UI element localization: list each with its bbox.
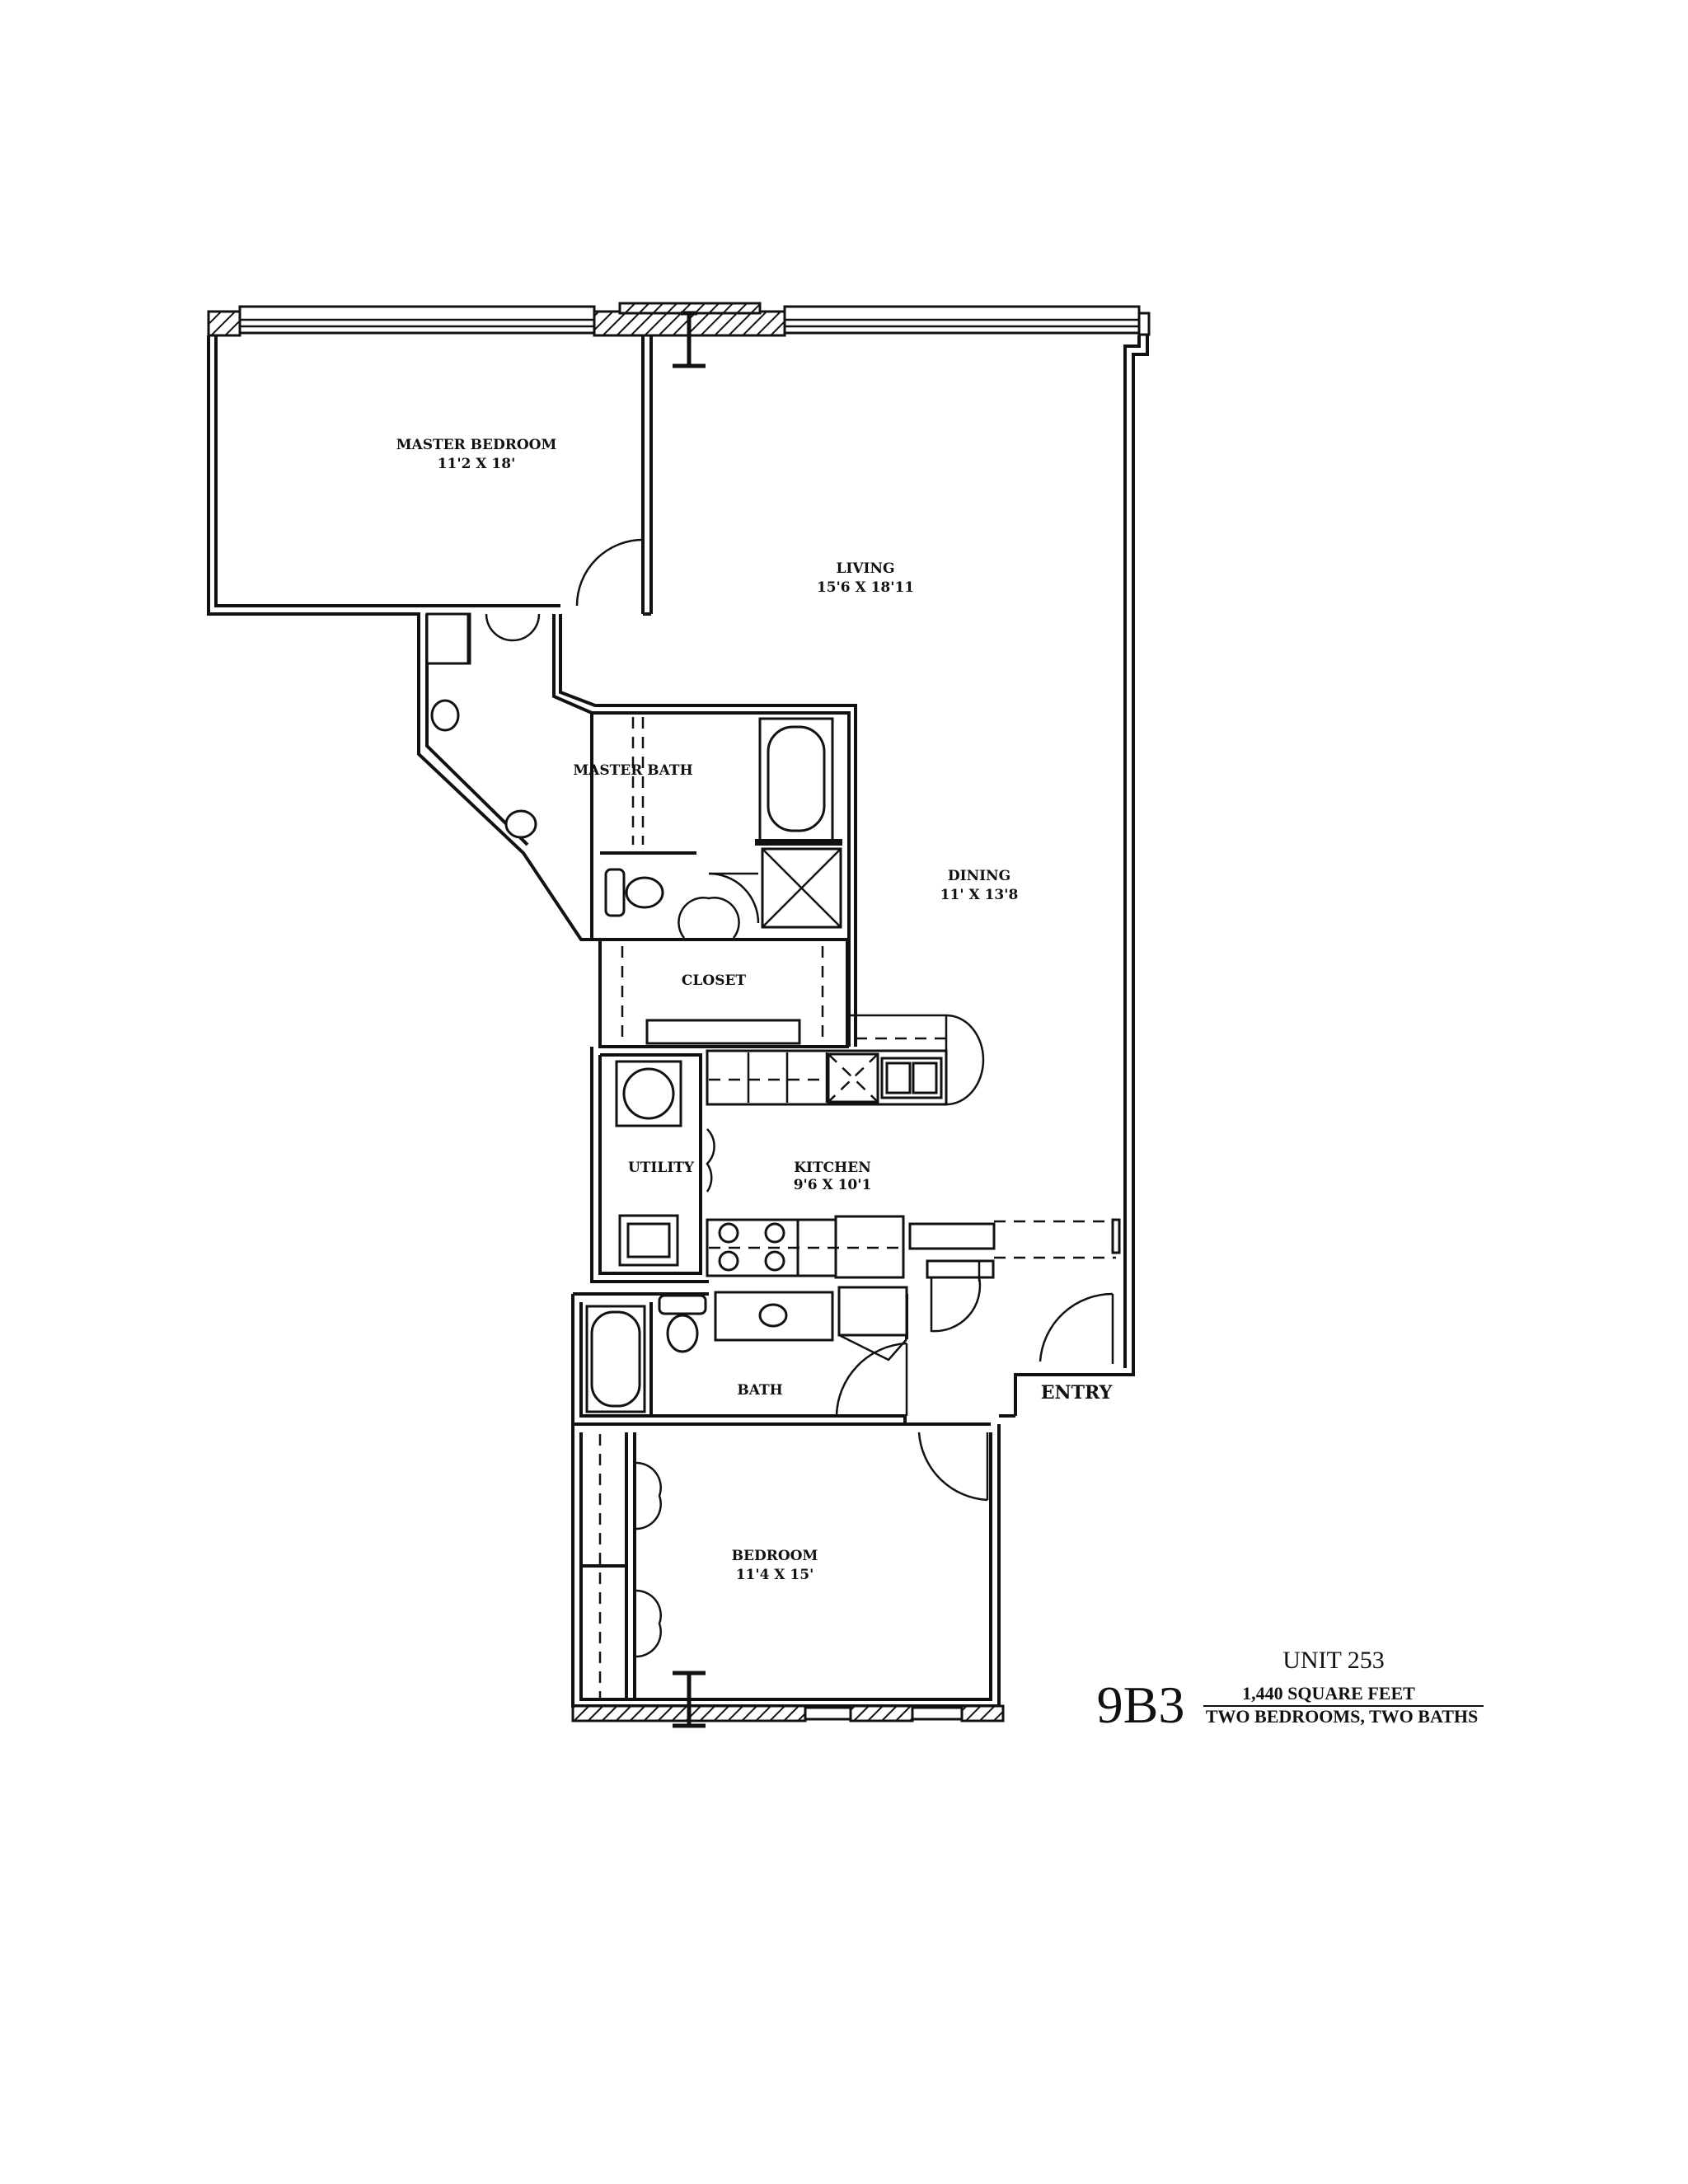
room-label-bedroom: BEDROOM (732, 1548, 818, 1564)
room-dims-dining: 11' X 13'8 (940, 887, 1019, 903)
master-bathtub (755, 717, 842, 846)
title-block: UNIT 253 9B3 1,440 SQUARE FEET TWO BEDRO… (1097, 1647, 1484, 1734)
column-marker-bottom (673, 1671, 706, 1728)
bath-door[interactable] (835, 1342, 908, 1417)
dryer (618, 1214, 679, 1267)
master-toilet (604, 868, 664, 917)
closet-door-entry[interactable] (926, 1259, 995, 1333)
utility-door[interactable] (706, 1128, 715, 1193)
bath-vanity (714, 1291, 834, 1342)
room-dims-living: 15'6 X 18'11 (817, 579, 914, 596)
utility-walls (590, 1047, 709, 1283)
room-dims-bedroom: 11'4 X 15' (736, 1567, 814, 1583)
room-label-utility: UTILITY (628, 1160, 695, 1176)
master-bath-door[interactable] (678, 872, 760, 939)
room-label-entry: ENTRY (1041, 1382, 1113, 1404)
master-bath-dashed-opening (631, 717, 645, 845)
unit-summary: TWO BEDROOMS, TWO BATHS (1206, 1706, 1478, 1727)
room-label-dining: DINING (948, 868, 1010, 884)
washer (615, 1060, 682, 1127)
master-shower (761, 847, 842, 929)
master-bedroom-door[interactable] (575, 538, 645, 607)
linen-cabinet (837, 1286, 908, 1361)
entry-door[interactable] (1039, 1292, 1114, 1364)
unit-number: UNIT 253 (1282, 1647, 1385, 1674)
room-label-bath: BATH (737, 1382, 782, 1399)
kitchen-peninsula (849, 1014, 985, 1106)
bathtub (585, 1305, 646, 1413)
room-dims-kitchen: 9'6 X 10'1 (794, 1177, 872, 1193)
room-label-living: LIVING (836, 560, 894, 577)
room-label-kitchen: KITCHEN (794, 1160, 870, 1176)
room-label-closet: CLOSET (682, 972, 747, 989)
column-marker-top (673, 311, 706, 368)
bedroom-door[interactable] (917, 1432, 989, 1502)
room-label-master-bath: MASTER BATH (573, 762, 692, 779)
unit-area: 1,440 SQUARE FEET (1242, 1683, 1415, 1704)
kitchen-lower-counter (706, 1215, 996, 1279)
bedroom-closet-doors[interactable] (634, 1461, 662, 1658)
room-label-master-bedroom: MASTER BEDROOM (396, 437, 557, 453)
closet-walls (598, 938, 849, 1048)
master-bath-double-door[interactable] (485, 613, 541, 642)
bath-walls (571, 1292, 913, 1426)
master-bath-vanity (425, 612, 537, 839)
plan-code: 9B3 (1097, 1675, 1185, 1734)
top-exterior-wall (207, 302, 1151, 337)
bath-toilet (658, 1294, 707, 1353)
entry-dashed-opening (994, 1218, 1121, 1259)
kitchen-upper-counter (706, 1049, 948, 1106)
room-dims-master-bedroom: 11'2 X 18' (438, 456, 516, 472)
bottom-exterior-wall (571, 1704, 1005, 1722)
living-exterior-wall (1014, 335, 1149, 1416)
